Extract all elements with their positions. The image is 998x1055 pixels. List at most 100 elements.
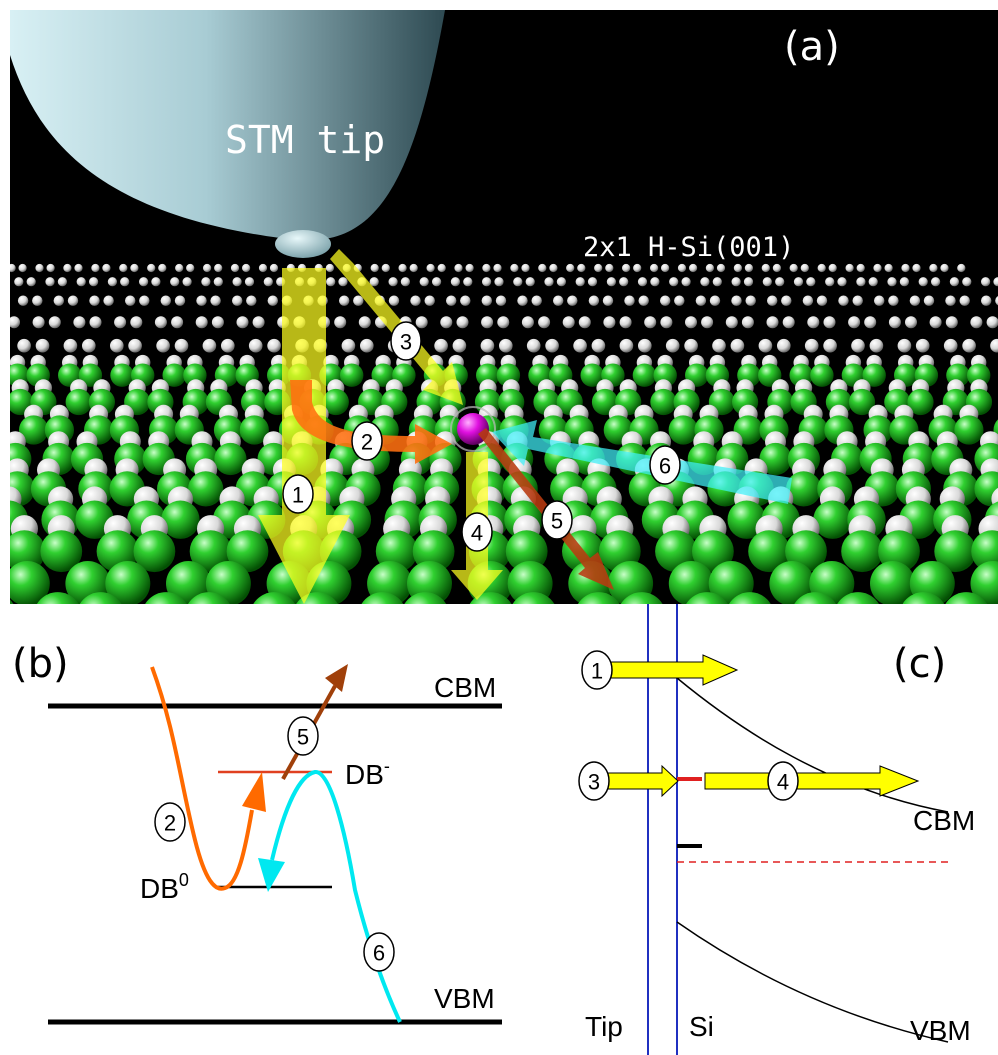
lattice-atom [203, 263, 212, 273]
svg-text:5: 5 [297, 725, 309, 750]
lattice-atom [990, 338, 998, 353]
lattice-atom [465, 624, 517, 676]
stm-tip-label: STM tip [225, 118, 385, 162]
panel-a-label: (a) [784, 24, 840, 70]
lattice-atom [465, 263, 474, 273]
lattice-atom [624, 295, 635, 306]
path-6-arrowhead [258, 858, 285, 892]
lattice-atom [63, 263, 72, 273]
lattice-atom [46, 263, 55, 273]
svg-text:4: 4 [777, 770, 789, 795]
num-3-a: 3 [390, 321, 422, 361]
arrow-1-c [604, 654, 739, 686]
lattice-atom [349, 624, 401, 676]
svg-text:2: 2 [164, 811, 176, 836]
lattice-atom [452, 338, 467, 353]
lattice-atom [410, 295, 421, 306]
lattice-atom [0, 339, 3, 353]
lattice-atom [17, 338, 31, 353]
lattice-atom [775, 277, 785, 287]
lattice-atom [147, 263, 156, 273]
lattice-atom [638, 295, 649, 306]
lattice-atom [945, 295, 956, 306]
lattice-atom [899, 277, 910, 287]
lattice-atom [660, 316, 673, 329]
lattice-atom [644, 316, 657, 329]
lattice-atom [482, 277, 492, 287]
num-6-b: 6 [363, 932, 395, 972]
cbm-curve-c [676, 677, 949, 813]
lattice-atom [388, 277, 398, 287]
lattice-atom [526, 338, 541, 353]
lattice-atom [505, 530, 548, 573]
lattice-atom [729, 592, 771, 604]
lattice-atom [602, 295, 614, 306]
lattice-atom [340, 363, 364, 387]
lattice-atom [632, 363, 657, 387]
lattice-atom [856, 263, 865, 273]
arrow-3-c [604, 764, 679, 798]
db-neg-label: DB- [345, 756, 390, 790]
lattice-atom [929, 263, 938, 273]
lattice-atom [929, 316, 942, 329]
lattice-atom [661, 263, 670, 273]
lattice-atom [263, 277, 273, 287]
lattice-atom [412, 530, 455, 573]
lattice-atom [556, 277, 567, 287]
lattice-atom [745, 295, 756, 306]
lattice-atom [915, 338, 930, 353]
lattice-atom [210, 295, 221, 306]
lattice-atom [409, 263, 418, 273]
lattice-atom [525, 277, 535, 287]
lattice-atom [482, 263, 491, 273]
lattice-atom [897, 338, 912, 353]
num-6-a: 6 [649, 445, 681, 485]
svg-text:5: 5 [551, 509, 563, 534]
atom-lattice [0, 263, 998, 676]
lattice-atom [160, 295, 171, 306]
lattice-atom [381, 263, 390, 273]
lattice-atom [82, 338, 96, 353]
lattice-atom [870, 561, 915, 604]
lattice-atom [253, 592, 296, 604]
lattice-atom [10, 599, 14, 604]
cbm-label-b: CBM [434, 672, 496, 703]
cbm-label-c: CBM [913, 805, 975, 836]
lattice-atom [78, 363, 103, 387]
lattice-atom [35, 338, 50, 353]
lattice-atom [786, 471, 822, 507]
lattice-atom [370, 263, 379, 273]
lattice-atom [677, 263, 687, 273]
lattice-atom [26, 277, 36, 287]
lattice-atom [481, 295, 492, 306]
lattice-atom [226, 530, 269, 573]
svg-text:6: 6 [659, 454, 671, 479]
lattice-atom [499, 338, 513, 353]
lattice-atom [665, 338, 680, 353]
lattice-atom [686, 592, 728, 604]
lattice-atom [619, 338, 634, 353]
lattice-atom [48, 316, 61, 329]
lattice-atom [156, 338, 170, 353]
lattice-atom [17, 295, 29, 306]
lattice-atom [705, 263, 715, 273]
lattice-atom [0, 316, 4, 328]
lattice-atom [398, 263, 407, 273]
lattice-atom [521, 316, 534, 329]
path-6-curve [270, 770, 402, 1023]
lattice-atom [63, 338, 78, 353]
lattice-atom [175, 263, 184, 273]
lattice-atom [789, 263, 798, 273]
lattice-atom [512, 592, 555, 604]
lattice-atom [14, 277, 24, 287]
lattice-atom [884, 263, 893, 273]
lattice-atom [353, 295, 364, 306]
lattice-atom [510, 263, 519, 273]
lattice-atom [242, 263, 251, 273]
lattice-atom [388, 295, 400, 306]
lattice-atom [341, 338, 356, 353]
lattice-atom [902, 592, 945, 604]
lattice-atom [221, 338, 235, 353]
lattice-atom [334, 316, 347, 329]
lattice-atom [0, 415, 9, 444]
